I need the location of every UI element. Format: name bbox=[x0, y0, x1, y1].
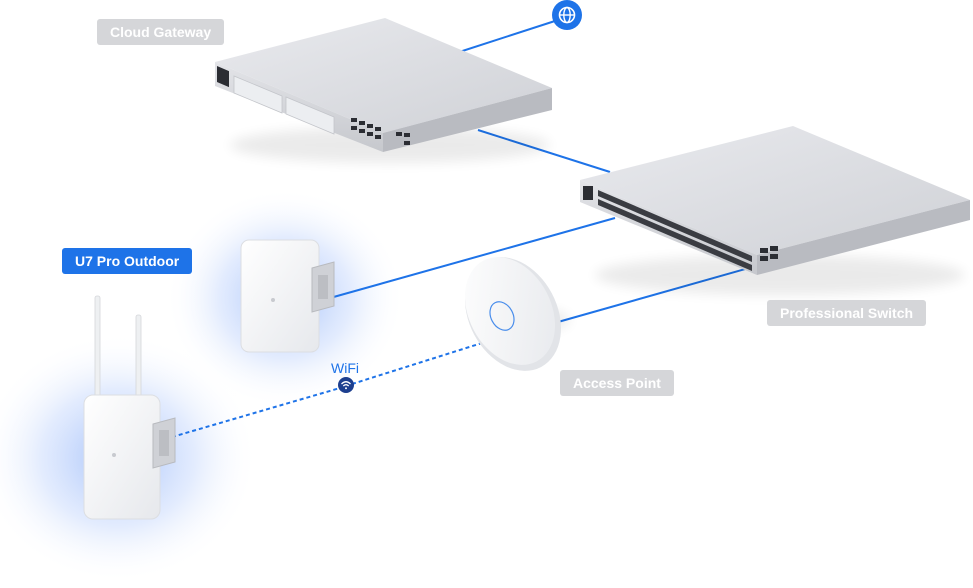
globe-icon bbox=[552, 0, 582, 30]
line-wifi-link-a bbox=[171, 387, 341, 438]
line-switch-outdoor bbox=[329, 217, 616, 299]
u7-pro-outdoor-label: U7 Pro Outdoor bbox=[62, 248, 193, 274]
wifi-label: WiFi bbox=[331, 360, 359, 376]
professional-switch-label: Professional Switch bbox=[767, 300, 927, 326]
access-point-label: Access Point bbox=[560, 370, 674, 396]
line-gateway-internet bbox=[449, 19, 559, 56]
outdoor-unit-upper bbox=[240, 239, 335, 353]
access-point-device bbox=[464, 257, 570, 371]
wifi-icon bbox=[338, 377, 354, 393]
line-wifi-link-b bbox=[351, 342, 483, 385]
cloud-gateway-device bbox=[215, 18, 552, 163]
u7-pro-outdoor-device bbox=[83, 295, 176, 520]
cloud-gateway-label: Cloud Gateway bbox=[97, 19, 225, 45]
professional-switch-device bbox=[580, 126, 970, 295]
